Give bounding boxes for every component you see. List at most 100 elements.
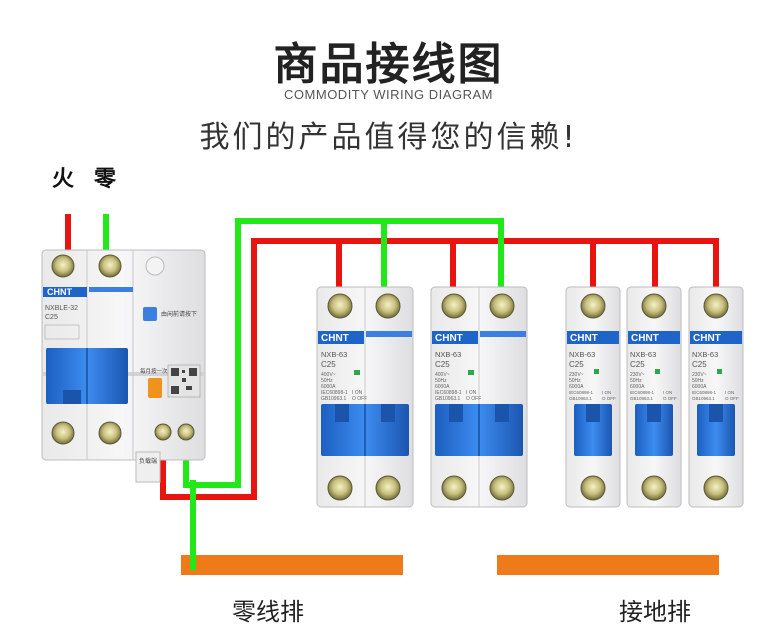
rating-label: C25 — [569, 360, 584, 369]
main-breaker-brand: CHNT — [47, 287, 72, 297]
off-label: O OFF — [725, 396, 739, 401]
terminal-screw — [580, 475, 606, 501]
model-label: NXB-63 — [435, 350, 461, 359]
breaker-handle[interactable] — [635, 404, 673, 456]
terminal-screw — [327, 293, 353, 319]
brand-label: CHNT — [435, 333, 463, 344]
terminal-screw — [489, 293, 515, 319]
rating-label: C25 — [630, 360, 645, 369]
std-label: IEC60898-1 — [630, 390, 655, 395]
terminal-screw — [641, 293, 667, 319]
spec-label: 50Hz — [630, 378, 642, 384]
terminal-screw — [703, 293, 729, 319]
std-label: GB10963.1 — [569, 396, 592, 401]
spec-label: 230V~ — [692, 372, 707, 378]
spec-label: 6000A — [435, 384, 450, 390]
spec-label: 50Hz — [435, 378, 447, 384]
main-breaker-rating: C25 — [45, 314, 58, 321]
status-indicator — [655, 369, 660, 374]
terminal-screw — [375, 475, 401, 501]
main-breaker-test-note: 每月按一次 — [140, 367, 168, 375]
main-breaker-model: NXBLE-32 — [45, 305, 78, 312]
main-breaker-note: 由闲前请按下 — [161, 310, 197, 318]
terminal-screw — [703, 475, 729, 501]
off-label: O OFF — [663, 396, 677, 401]
terminal-screw — [327, 475, 353, 501]
neutral-wires — [103, 214, 504, 570]
status-indicator — [594, 369, 599, 374]
model-label: NXB-63 — [692, 350, 718, 359]
neutral-label: 零 — [94, 167, 117, 192]
rating-label: C25 — [435, 360, 450, 369]
spec-label: 6000A — [692, 384, 707, 390]
spec-label: 50Hz — [692, 378, 704, 384]
spec-label: 6000A — [630, 384, 645, 390]
test-button[interactable] — [148, 378, 162, 398]
page-subtitle: COMMODITY WIRING DIAGRAM — [284, 87, 493, 102]
std-label: GB10963.1 — [435, 396, 461, 402]
terminal-screw — [489, 475, 515, 501]
main-breaker-side-tag: 负载端 — [139, 457, 157, 465]
on-label: I ON — [725, 390, 734, 395]
off-label: O OFF — [466, 396, 481, 402]
std-label: GB10963.1 — [630, 396, 653, 401]
test-indicator — [143, 307, 157, 321]
model-label: NXB-63 — [630, 350, 656, 359]
model-label: NXB-63 — [569, 350, 595, 359]
on-label: I ON — [352, 390, 363, 396]
status-indicator — [717, 369, 722, 374]
spec-label: 230V~ — [630, 372, 645, 378]
brand-label: CHNT — [321, 333, 349, 344]
on-label: I ON — [602, 390, 611, 395]
on-label: I ON — [663, 390, 672, 395]
std-label: IEC60898-1 — [321, 390, 348, 396]
slogan: 我们的产品值得您的信赖! — [199, 120, 578, 155]
neutral-busbar-label: 零线排 — [232, 598, 304, 626]
brand-label: CHNT — [631, 333, 659, 344]
spec-label: 400V~ — [321, 372, 336, 378]
status-indicator — [354, 370, 360, 375]
rating-label: C25 — [321, 360, 336, 369]
std-label: IEC60898-1 — [569, 390, 594, 395]
spec-label: 50Hz — [321, 378, 333, 384]
live-wires — [65, 214, 719, 500]
spec-label: 400V~ — [435, 372, 450, 378]
terminal-screw — [580, 293, 606, 319]
brand-badge — [690, 331, 742, 344]
model-label: NXB-63 — [321, 350, 347, 359]
brand-badge — [318, 331, 364, 344]
breaker-handle[interactable] — [574, 404, 612, 456]
terminal-screw — [641, 475, 667, 501]
spec-label: 6000A — [569, 384, 584, 390]
main-breaker: CHNT NXBLE-32 C25 由闲前请按下 每月按一次 负载端 — [41, 249, 206, 483]
off-label: O OFF — [602, 396, 616, 401]
brand-badge — [628, 331, 680, 344]
spec-label: 50Hz — [569, 378, 581, 384]
spec-label: 230V~ — [569, 372, 584, 378]
off-label: O OFF — [352, 396, 367, 402]
std-label: GB10963.1 — [692, 396, 715, 401]
terminal-screw — [375, 293, 401, 319]
terminal-screw — [441, 475, 467, 501]
std-label: IEC60898-1 — [435, 390, 462, 396]
brand-badge — [567, 331, 619, 344]
std-label: IEC60898-1 — [692, 390, 717, 395]
brand-label: CHNT — [693, 333, 721, 344]
page-title: 商品接线图 — [273, 39, 504, 90]
on-label: I ON — [466, 390, 477, 396]
neutral-busbar — [181, 555, 403, 575]
single-breaker: CHNTNXB-63C25230V~50Hz6000AIEC60898-1GB1… — [688, 286, 744, 508]
ground-busbar-label: 接地排 — [619, 598, 691, 626]
ground-busbar — [497, 555, 719, 575]
spec-label: 6000A — [321, 384, 336, 390]
status-indicator — [468, 370, 474, 375]
std-label: GB10963.1 — [321, 396, 347, 402]
terminal-screw — [441, 293, 467, 319]
brand-badge — [432, 331, 478, 344]
brand-label: CHNT — [570, 333, 598, 344]
breaker-handle[interactable] — [697, 404, 735, 456]
